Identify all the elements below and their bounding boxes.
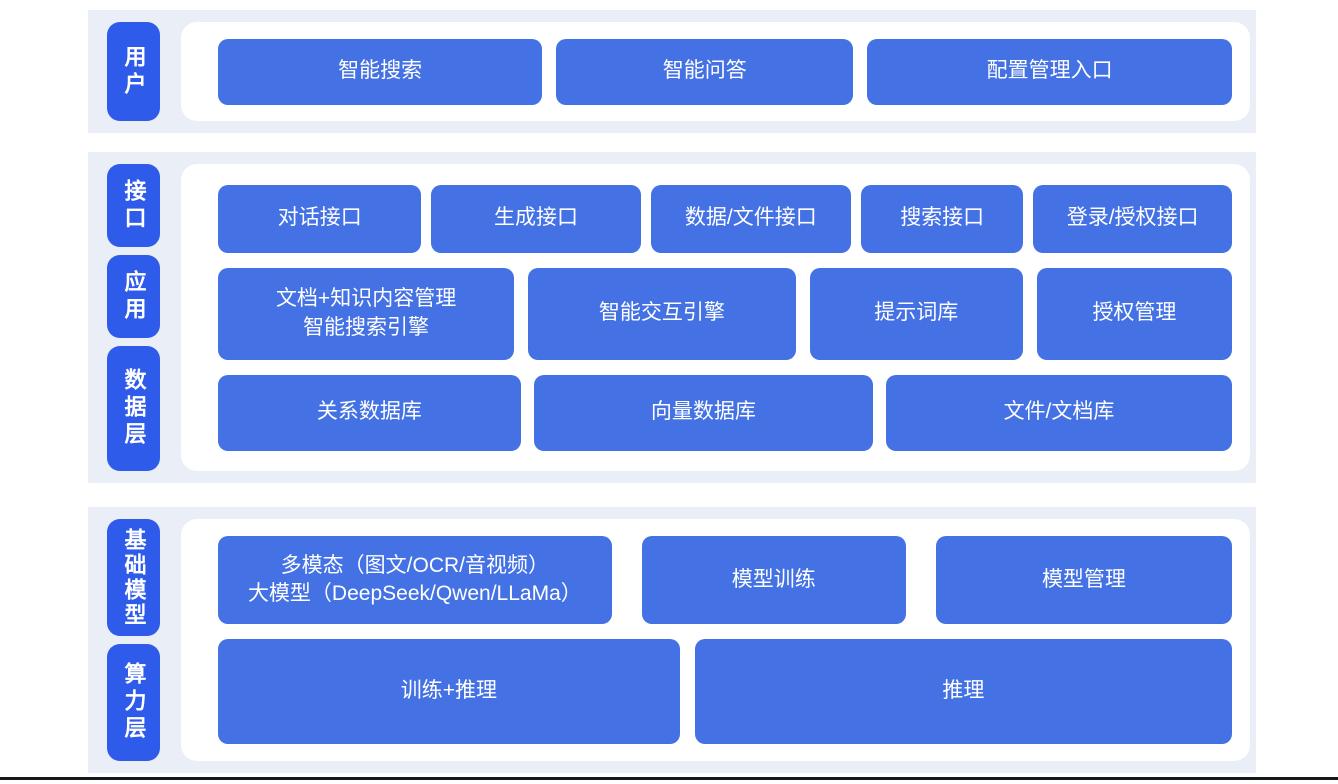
label-column-interface-app-data: 接口 应用 数据层: [107, 164, 160, 471]
panel-user: 智能搜索 智能问答 配置管理入口: [181, 22, 1250, 121]
layer-label-interface: 接口: [107, 164, 160, 248]
node-search-api: 搜索接口: [861, 184, 1024, 253]
node-model-management: 模型管理: [935, 536, 1232, 624]
layer-band-interface-app-data: 接口 应用 数据层 对话接口 生成接口 数据/文件接口 搜索接口 登录/授权接口…: [88, 152, 1256, 483]
node-model-training: 模型训练: [641, 536, 906, 624]
node-prompt-library: 提示词库: [809, 267, 1023, 360]
node-login-auth-api: 登录/授权接口: [1033, 184, 1232, 253]
layer-label-user: 用户: [107, 22, 160, 121]
node-smart-interaction-engine: 智能交互引擎: [528, 267, 796, 360]
node-data-file-api: 数据/文件接口: [650, 184, 852, 253]
node-multimodal-llm: 多模态（图文/OCR/音视频） 大模型（DeepSeek/Qwen/LLaMa）: [218, 536, 612, 624]
row-data-stores: 关系数据库 向量数据库 文件/文档库: [218, 374, 1232, 451]
bottom-border-line: [0, 777, 1338, 780]
architecture-diagram: 用户 智能搜索 智能问答 配置管理入口 接口 应用 数据层 对话接口 生成接口 …: [88, 10, 1256, 773]
node-smart-qa: 智能问答: [556, 38, 854, 105]
node-smart-search: 智能搜索: [218, 38, 543, 105]
node-generation-api: 生成接口: [431, 184, 641, 253]
row-user-entries: 智能搜索 智能问答 配置管理入口: [218, 38, 1232, 105]
layer-label-application: 应用: [107, 255, 160, 339]
node-vector-db: 向量数据库: [533, 374, 873, 451]
node-auth-management: 授权管理: [1036, 267, 1232, 360]
label-column-user: 用户: [107, 22, 160, 121]
node-file-doc-store: 文件/文档库: [885, 374, 1232, 451]
node-inference: 推理: [694, 639, 1232, 744]
row-compute: 训练+推理 推理: [218, 639, 1232, 744]
row-models: 多模态（图文/OCR/音视频） 大模型（DeepSeek/Qwen/LLaMa）…: [218, 536, 1232, 624]
node-doc-knowledge-search-engine: 文档+知识内容管理 智能搜索引擎: [218, 267, 515, 360]
node-dialog-api: 对话接口: [218, 184, 422, 253]
panel-model-compute: 多模态（图文/OCR/音视频） 大模型（DeepSeek/Qwen/LLaMa）…: [181, 519, 1250, 761]
node-training-inference: 训练+推理: [218, 639, 680, 744]
layer-label-data: 数据层: [107, 346, 160, 471]
row-applications: 文档+知识内容管理 智能搜索引擎 智能交互引擎 提示词库 授权管理: [218, 267, 1232, 360]
layer-band-user: 用户 智能搜索 智能问答 配置管理入口: [88, 10, 1256, 133]
layer-label-compute: 算力层: [107, 644, 160, 761]
layer-label-foundation-model: 基础模型: [107, 519, 160, 636]
row-interfaces: 对话接口 生成接口 数据/文件接口 搜索接口 登录/授权接口: [218, 184, 1232, 253]
panel-interface-app-data: 对话接口 生成接口 数据/文件接口 搜索接口 登录/授权接口 文档+知识内容管理…: [181, 164, 1250, 471]
node-relational-db: 关系数据库: [218, 374, 521, 451]
node-config-management-entry: 配置管理入口: [867, 38, 1232, 105]
layer-band-model-compute: 基础模型 算力层 多模态（图文/OCR/音视频） 大模型（DeepSeek/Qw…: [88, 507, 1256, 773]
label-column-model-compute: 基础模型 算力层: [107, 519, 160, 761]
